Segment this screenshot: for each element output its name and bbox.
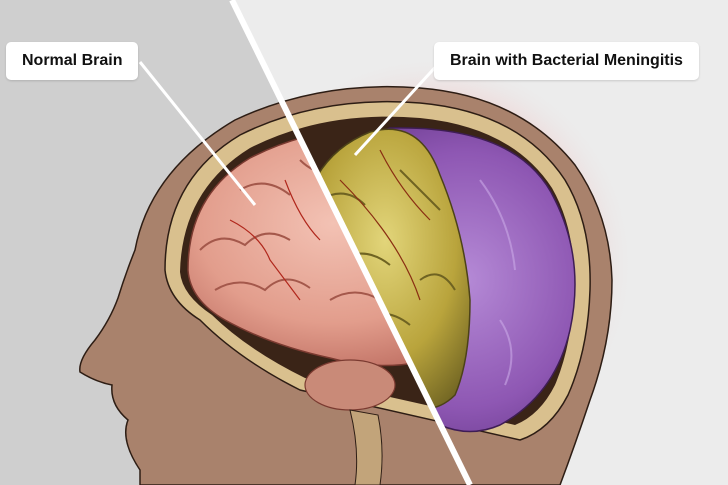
normal-brain-pointer xyxy=(138,61,257,206)
cervical-spine xyxy=(349,409,383,485)
bacterial-meningitis-label: Brain with Bacterial Meningitis xyxy=(434,42,699,80)
normal-brain-label: Normal Brain xyxy=(6,42,139,80)
meningitis-pointer xyxy=(353,60,442,157)
divider-line xyxy=(229,0,473,485)
